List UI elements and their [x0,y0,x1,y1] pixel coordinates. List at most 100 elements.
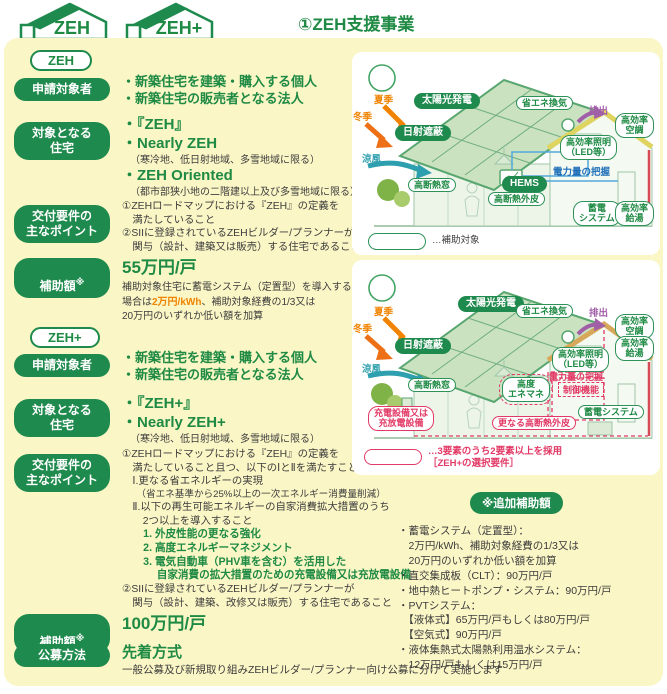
list-item: 20万円のいずれか低い額を加算 [398,554,557,567]
method-row: 公募方法 先着方式 一般公募及び新規取り組みZEHビルダー/プランナー向け公募に… [14,644,503,678]
power-label: 電力量の把握 [553,167,611,178]
summer-label: 夏季 [374,95,394,106]
method-note: 一般公募及び新規取り組みZEHビルダー/プランナー向け公募に分けて実施します [122,663,503,676]
list-item: 【空気式】90万円/戸 [398,629,502,642]
text-line: （寒冷地、低日射地域、多雪地域に限る） [130,433,320,445]
list-item: ・液体集熱式太陽熱利用温水システム： [398,644,587,657]
text-line: 自家消費の拡大措置のための充電設備又は充放電設備 [122,569,411,582]
text-line: ・新築住宅の販売者となる法人 [122,366,304,382]
additional-subsidy-title: ※追加補助額 [470,492,563,514]
breeze-label: 涼風 [362,154,382,165]
text-line: Ⅰ.更なる省エネルギーの実現 [122,476,264,488]
solar-label: 太陽光発電 [414,93,480,109]
power-label: 電力量の把握 [549,372,604,382]
text-line: （寒冷地、低日射地域、多雪地域に限る） [130,154,320,166]
requirements-text: ①ZEHロードマップにおける『ZEH』の定義を 満たしていること ②SIIに登録… [122,200,361,254]
text-line: 20万円のいずれか低い額を加算 [122,311,264,323]
legend-text: …補助対象 [432,235,480,246]
zeh-applicant-row: 申請対象者 ・新築住宅を建築・購入する個人 ・新築住宅の販売者となる法人 [14,74,317,108]
envelope-label: 高断熱外皮 [488,192,546,207]
text-line: （都市部狭小地の二階建以上及び多雪地域に限る） [130,186,360,198]
shade-label: 日射遮蔽 [395,125,451,141]
text-line: 2. 高度エネルギーマネジメント [122,541,293,554]
list-item: ・地中熱ヒートポンプ・システム：90万円/戸 [398,584,612,597]
requirements-pill: 交付要件の 主なポイント [14,205,110,243]
zeh-diagram: 太陽光発電 省エネ換気 排出 高効率 空調 日射遮蔽 高効率照明 （LED等） … [352,52,660,255]
additional-subsidy-list: ・蓄電システム（定置型）： 2万円/kWh、補助対象経費の1/3又は 20万円の… [398,524,611,673]
ac-label: 高効率 空調 [615,113,655,138]
text-line: Ⅱ.以下の再生可能エネルギーの自家消費拡大措置のうち [122,502,390,514]
text-line: ・ZEH Oriented [122,167,233,184]
list-item: 【液体式】65万円/戸もしくは80万円/戸 [398,614,590,627]
subsidy-pill: 補助額※ [14,258,110,298]
ceiling-lamp [493,148,515,165]
target-pill: 対象となる 住宅 [14,122,110,160]
solar-label: 太陽光発電 [458,296,524,312]
list-item: ・PVTシステム： [398,599,482,612]
text-line: ②SIIに登録されているZEHビルダー/プランナーが [122,584,355,596]
text-line: 3. 電気自動車（PHV車を含む）を活用した [122,555,347,568]
page-title: ①ZEH支援事業 [298,15,415,34]
text-line: （省エネ基準から25%以上の一次エネルギー消費量削減） [122,488,386,500]
led-label: 高効率照明 （LED等） [560,135,618,160]
text-line: 場合は2万円/kWh、補助対象経費の1/3又は [122,296,352,311]
text-line: ・Nearly ZEH [122,134,218,152]
vent-label: 省エネ換気 [516,96,574,111]
method-text: 先着方式 一般公募及び新規取り組みZEHビルダー/プランナー向け公募に分けて実施… [122,644,503,678]
zeh-plus-house-drawing [364,274,654,439]
ems-label: 高度 エネマネ [498,374,554,405]
requirements-pill: 交付要件の 主なポイント [14,454,110,492]
note-part: 場合は [122,296,152,308]
zeh-badge: ZEH [30,50,92,71]
zeh-plus-diagram: 太陽光発電 省エネ換気 排出 高効率 空調 高効率 給湯 日射遮蔽 高効率照明 … [352,260,660,475]
zeh-target-row: 対象となる 住宅 ・『ZEH』 ・Nearly ZEH （寒冷地、低日射地域、多… [14,116,360,199]
applicant-text: ・新築住宅を建築・購入する個人 ・新築住宅の販売者となる法人 [122,350,317,384]
subsidy-text: 55万円/戸 補助対象住宅に蓄電システム（定置型）を導入する 場合は2万円/kW… [122,258,352,325]
zeh-plus-badge: ZEH+ [30,327,100,348]
ac-label: 高効率 空調 [615,314,655,339]
breeze-label: 涼風 [362,364,382,375]
exhaust-label: 排出 [589,308,609,319]
text-line: ・新築住宅を建築・購入する個人 [122,350,318,365]
list-item: ・蓄電システム（定置型）： [398,525,529,537]
vent-fan-icon [561,330,575,344]
note-part: 、補助対象経費の1/3又は [201,296,316,308]
legend-text: …3要素のうち2要素以上を採用 ［ZEH+の選択要件］ [428,446,563,470]
legend-sample-pill [364,449,422,465]
charger-label: 充電設備又は 充放電設備 [368,406,435,431]
summer-label: 夏季 [374,307,394,318]
sun-icon [368,64,396,92]
text-line: 満たしていること且つ、以下のⅠとⅡを満たすこと [122,462,359,474]
list-item: 2万円/kWh、補助対象経費の1/3又は [398,539,579,552]
zeh-house-label: ZEH [54,18,90,38]
target-text: ・『ZEH+』 ・Nearly ZEH+ （寒冷地、低日射地域、多雪地域に限る） [122,395,320,446]
vent-fan-icon [561,118,575,132]
text-line: 関与（設計、建築、改修又は販売）する住宅であること [122,597,393,609]
subsidy-pill-mark: ※ [75,277,85,287]
text-line: 1. 外皮性能の更なる強化 [122,528,261,541]
applicant-text: ・新築住宅を建築・購入する個人 ・新築住宅の販売者となる法人 [122,74,317,108]
text-line: ①ZEHロードマップにおける『ZEH』の定義を [122,449,340,460]
zeh-subsidy-row: 補助額※ 55万円/戸 補助対象住宅に蓄電システム（定置型）を導入する 場合は2… [14,258,352,325]
list-item: 12万円/戸もしくは15万円/戸 [398,659,543,672]
text-line: 補助対象住宅に蓄電システム（定置型）を導入する [122,282,352,294]
led-label: 高効率照明 （LED等） [552,347,610,372]
target-pill: 対象となる 住宅 [14,399,110,437]
text-line: ・『ZEH』 [122,116,190,133]
zeh-plus-house-icon: ZEH+ [125,2,214,41]
battery-label: 蓄電 システム [573,201,621,226]
zeh-plus-badge-label: ZEH+ [30,327,100,348]
zeh-house-icon: ZEH [19,2,108,41]
subsidy-pill-mark: ※ [75,633,85,643]
text-line: ・新築住宅を建築・購入する個人 [122,74,318,89]
legend-sample-pill [368,233,426,250]
tree-icon [377,179,410,207]
text-line: ・『ZEH+』 [122,395,199,412]
applicant-pill: 申請対象者 [14,78,110,101]
battery-label: 蓄電システム [578,405,644,420]
method-value: 先着方式 [122,644,183,661]
envelope-label: 更なる高断熱外皮 [492,416,577,431]
water-label: 高効率 給湯 [615,201,655,226]
text-line: ・Nearly ZEH+ [122,413,226,431]
